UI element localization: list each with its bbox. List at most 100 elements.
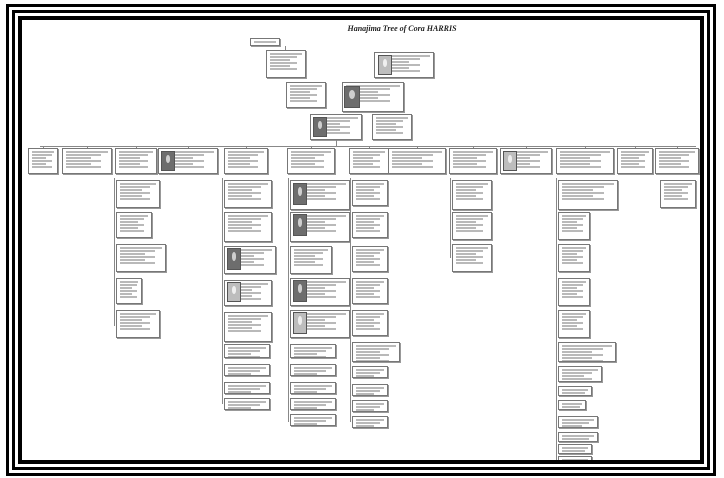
person-detail-line <box>356 249 384 251</box>
person-detail-line <box>270 65 290 67</box>
person-detail-line <box>294 417 332 419</box>
connector-line <box>188 146 189 148</box>
person-detail-line <box>562 406 580 408</box>
portrait-photo <box>344 86 360 108</box>
person-detail-line <box>504 163 531 165</box>
person-detail-line <box>356 198 380 200</box>
person-detail-line <box>120 281 138 283</box>
person-detail-line <box>294 347 332 349</box>
person-detail-line <box>314 123 341 125</box>
person-detail-line <box>562 215 586 217</box>
person-detail-line <box>376 132 403 134</box>
person-detail-line <box>294 261 315 263</box>
person-box <box>224 364 270 376</box>
person-detail-line <box>228 198 261 200</box>
person-detail-line <box>294 328 336 330</box>
person-detail-line <box>294 367 332 369</box>
person-detail-line <box>562 319 578 321</box>
person-detail-line <box>356 387 384 389</box>
person-detail-line <box>356 255 374 257</box>
person-detail-line <box>66 157 92 159</box>
person-detail-line <box>162 157 193 159</box>
person-detail-line <box>504 154 540 156</box>
person-detail-line <box>119 157 140 159</box>
person-detail-line <box>32 163 47 165</box>
person-detail-line <box>453 163 478 165</box>
person-detail-line <box>356 328 380 330</box>
connector-line <box>114 178 115 326</box>
person-detail-line <box>562 195 593 197</box>
person-detail-line <box>294 313 346 315</box>
person-box <box>290 246 332 274</box>
person-detail-line <box>228 356 260 357</box>
person-box <box>558 456 592 460</box>
person-detail-line <box>356 357 381 359</box>
person-detail-line <box>120 221 138 223</box>
person-detail-line <box>228 218 261 220</box>
person-detail-line <box>314 120 350 122</box>
person-detail-line <box>270 53 302 55</box>
person-detail-line <box>456 253 476 255</box>
person-box <box>115 148 157 174</box>
person-detail-line <box>314 126 350 128</box>
person-box <box>224 382 270 394</box>
person-detail-line <box>120 198 150 200</box>
person-detail-line <box>456 230 483 232</box>
person-detail-line <box>228 249 272 251</box>
person-detail-line <box>356 316 380 318</box>
person-box <box>558 342 616 362</box>
person-detail-line <box>314 129 341 131</box>
person-detail-line <box>294 401 332 403</box>
connector-line <box>246 146 247 148</box>
person-detail-line <box>562 227 578 229</box>
person-box <box>224 148 268 174</box>
person-detail-line <box>120 259 146 261</box>
person-box <box>224 344 270 358</box>
person-detail-line <box>228 370 260 372</box>
person-detail-line <box>120 287 133 289</box>
portrait-photo <box>227 248 241 270</box>
person-detail-line <box>356 325 374 327</box>
person-detail-line <box>119 166 148 168</box>
person-box <box>116 244 166 272</box>
person-detail-line <box>228 154 258 156</box>
person-detail-line <box>356 354 389 356</box>
person-detail-line <box>228 373 252 375</box>
person-detail-line <box>228 163 250 165</box>
person-detail-line <box>356 319 374 321</box>
person-detail-line <box>119 163 140 165</box>
person-detail-line <box>562 348 603 350</box>
person-detail-line <box>560 160 601 162</box>
person-detail-line <box>294 391 318 393</box>
person-detail-line <box>621 151 649 153</box>
person-detail-line <box>356 293 374 295</box>
person-detail-line <box>659 166 689 168</box>
person-detail-line <box>562 224 583 226</box>
person-detail-line <box>378 64 420 66</box>
person-detail-line <box>66 151 108 153</box>
person-detail-line <box>456 224 483 226</box>
person-detail-line <box>346 100 390 102</box>
person-detail-line <box>294 192 336 194</box>
portrait-photo <box>293 312 307 334</box>
person-box <box>558 278 590 306</box>
person-detail-line <box>562 284 583 286</box>
person-detail-line <box>562 328 583 330</box>
person-box <box>224 398 270 410</box>
person-box <box>290 398 336 410</box>
person-box <box>290 344 336 358</box>
person-detail-line <box>294 325 325 327</box>
person-detail-line <box>228 367 266 369</box>
person-detail-line <box>120 183 156 185</box>
person-detail-line <box>562 354 603 356</box>
person-detail-line <box>228 350 260 352</box>
person-detail-line <box>294 385 332 387</box>
person-detail-line <box>356 375 374 377</box>
connector-line <box>369 146 370 148</box>
person-detail-line <box>562 253 578 255</box>
person-detail-line <box>562 325 578 327</box>
person-detail-line <box>294 230 336 232</box>
person-detail-line <box>353 166 380 168</box>
person-box <box>352 278 388 304</box>
person-detail-line <box>291 166 324 168</box>
